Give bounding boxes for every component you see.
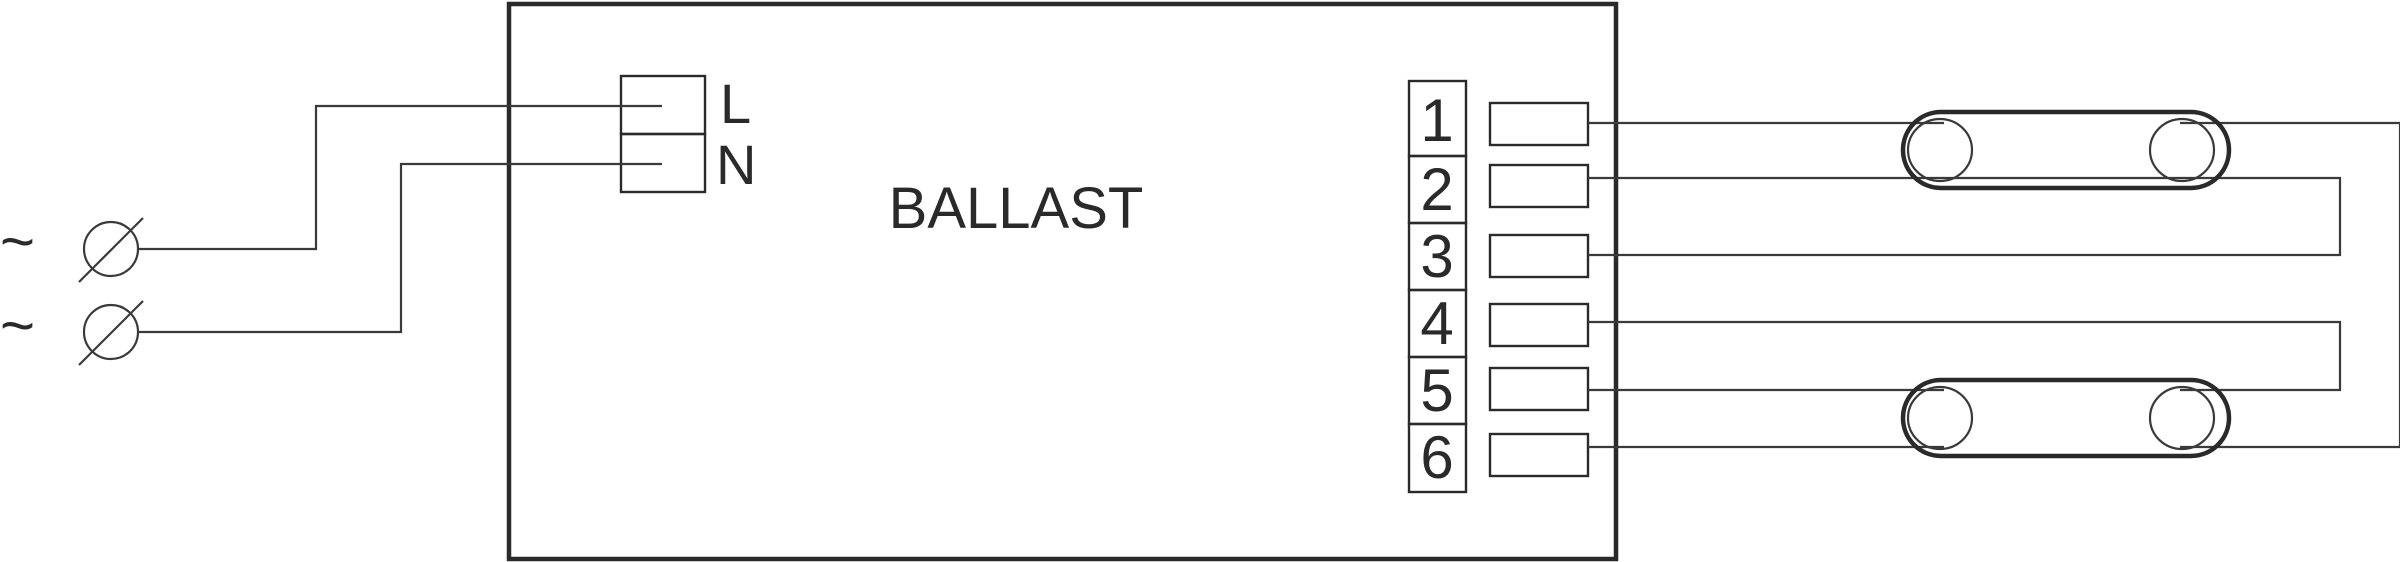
- output-terminal-6-box: [1407, 422, 1468, 494]
- output-connectors: [1488, 101, 1590, 478]
- lamp-2-cathode-right: [2148, 385, 2216, 451]
- supply-terminal-1-icon: [78, 217, 144, 283]
- output-terminal-3-label: 3: [1420, 223, 1453, 290]
- lamp-1-cathode-left: [1906, 117, 1974, 183]
- connector-6: [1488, 432, 1590, 478]
- output-terminal-6-label: 6: [1420, 424, 1453, 491]
- ac-supply: ~ ~: [0, 208, 144, 366]
- terminal-n-label: N: [716, 133, 756, 196]
- ballast-box: [506, 1, 1619, 562]
- wire-lamp1-right: [2180, 121, 2400, 449]
- lamp-1-cathode-right: [2148, 117, 2216, 183]
- connector-4: [1488, 302, 1590, 348]
- input-terminal-block: L N: [619, 72, 756, 196]
- connector-2: [1488, 163, 1590, 209]
- supply-terminal-2-icon: [78, 300, 144, 366]
- output-terminal-4-label: 4: [1420, 290, 1453, 357]
- connector-3: [1488, 233, 1590, 279]
- wire-terminal-4: [1588, 320, 2342, 392]
- connector-1: [1488, 101, 1590, 147]
- lamp-1: [1900, 109, 2232, 191]
- terminal-l-label: L: [720, 72, 751, 135]
- lamp-1-tube: [1900, 109, 2232, 191]
- output-terminal-2-label: 2: [1420, 156, 1453, 223]
- ac-symbol-1: ~: [0, 208, 35, 275]
- wire-line: [138, 104, 662, 251]
- ballast-label: BALLAST: [889, 176, 1144, 241]
- wire-terminal-2: [1588, 176, 2342, 257]
- ac-symbol-2: ~: [0, 292, 35, 359]
- lamp-2-cathode-left: [1906, 385, 1974, 451]
- output-terminal-5-label: 5: [1420, 357, 1453, 424]
- lamp-2-tube: [1900, 377, 2232, 459]
- connector-5: [1488, 366, 1590, 412]
- lamp-2: [1900, 377, 2232, 459]
- output-terminal-1-label: 1: [1420, 87, 1453, 154]
- output-terminal-strip: 1 2 3 4 5 6: [1407, 79, 1468, 494]
- wire-neutral: [138, 162, 662, 334]
